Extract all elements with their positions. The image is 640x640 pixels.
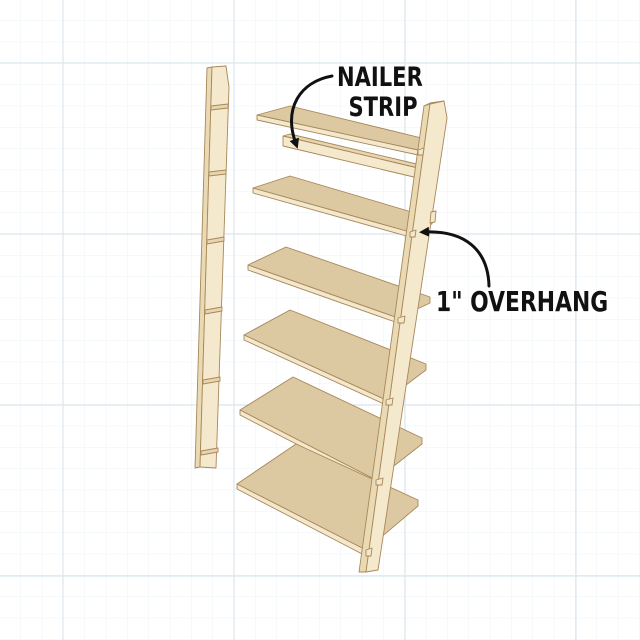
annotation-arrows <box>289 74 491 288</box>
overhang-label: 1" OVERHANG <box>436 285 609 318</box>
nailer-arrow <box>289 74 334 149</box>
right-side-rail <box>358 100 448 573</box>
shelf-4 <box>243 309 427 406</box>
shelf-1 <box>256 105 439 156</box>
nailer-strip-label: NAILER STRIP <box>337 64 423 121</box>
left-side-rail <box>194 65 230 469</box>
nailer-strip-label-line1: NAILER <box>337 62 423 93</box>
overhang-arrow <box>419 226 491 288</box>
nailer-strip-label-line2: STRIP <box>348 92 418 123</box>
shelves <box>236 105 439 557</box>
